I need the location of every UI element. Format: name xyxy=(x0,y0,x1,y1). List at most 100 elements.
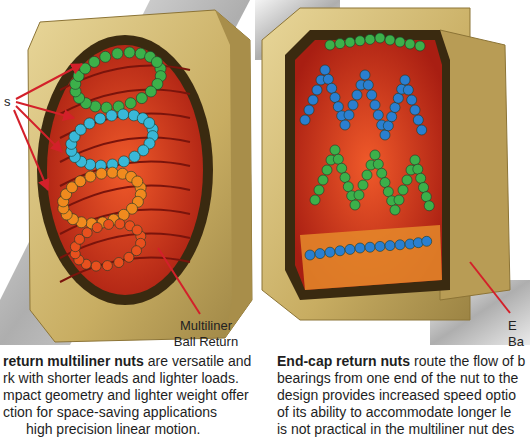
ball-bearing xyxy=(125,98,136,109)
end-cap-nut xyxy=(255,0,530,345)
description-text: bearings from one end of the nut to the xyxy=(277,370,518,387)
ball-bearing xyxy=(124,47,135,58)
ball-bearing xyxy=(323,74,333,84)
ball-bearing xyxy=(102,261,112,271)
ball-bearing xyxy=(129,151,140,162)
ball-bearing xyxy=(419,183,429,193)
ball-bearing xyxy=(344,110,354,120)
ball-bearing xyxy=(315,249,325,259)
ball-bearing xyxy=(398,185,408,195)
leader-arrow xyxy=(14,110,48,190)
thread-line xyxy=(60,210,190,235)
return-channel xyxy=(300,225,442,290)
ball-bearing xyxy=(304,105,314,115)
ball-bearing xyxy=(410,155,420,165)
ball-bearing xyxy=(337,163,347,173)
nut-body xyxy=(28,10,252,342)
ball-bearing xyxy=(132,176,143,187)
ball-bearing xyxy=(132,225,142,235)
part-label: s xyxy=(4,94,16,110)
ball-bearing xyxy=(114,258,124,268)
ball-bearing xyxy=(393,93,403,103)
part-label: Multiliner Ball Return xyxy=(168,318,244,350)
ball-bearing xyxy=(421,192,431,202)
ball-bearing xyxy=(395,240,405,250)
ball-bearing xyxy=(363,80,373,90)
description-text: End-cap return nuts xyxy=(277,353,410,370)
leader-arrow xyxy=(16,64,82,99)
ball-bearing xyxy=(305,250,315,260)
ball-bearing xyxy=(413,164,423,174)
nut-side xyxy=(215,10,252,338)
ball-bearing xyxy=(340,173,350,183)
ball-bearing xyxy=(335,39,345,49)
ball-bearing xyxy=(333,102,343,112)
nut-body xyxy=(262,8,470,320)
ball-bearing xyxy=(362,170,372,180)
ball-bearing xyxy=(373,110,383,120)
ball-bearing xyxy=(312,85,322,95)
ball-bearing xyxy=(422,236,432,246)
ball-bearing xyxy=(350,200,360,210)
description-text: are versatile and xyxy=(148,353,252,370)
ball-bearing xyxy=(395,37,405,47)
ball-bearing xyxy=(136,93,147,104)
ball-circuits xyxy=(300,33,434,260)
ball-bearing xyxy=(365,242,375,252)
ball-bearing xyxy=(325,40,335,50)
ball-bearing xyxy=(118,156,129,167)
ball-bearing xyxy=(377,168,387,178)
multiliner-nut xyxy=(0,0,252,345)
ball-bearing xyxy=(380,178,390,188)
ball-bearing xyxy=(383,187,393,197)
ball-bearing xyxy=(343,182,353,192)
ball-bearing xyxy=(355,243,365,253)
nut-thread xyxy=(47,45,203,295)
nut-thread xyxy=(295,40,442,290)
ball-bearing xyxy=(82,228,92,238)
ball-bearing xyxy=(358,180,368,190)
ball-bearing xyxy=(151,57,162,68)
ball-bearing xyxy=(354,190,364,200)
ball-bearing xyxy=(92,223,102,233)
ball-bearing xyxy=(104,219,114,229)
ball-bearing xyxy=(413,115,423,125)
description-text: return multiliner nuts xyxy=(3,353,144,370)
nut-bore xyxy=(37,35,213,305)
ball-bearing xyxy=(327,83,337,93)
ball-bearing xyxy=(424,201,434,211)
ball-bearing xyxy=(417,125,427,135)
ball-bearing xyxy=(308,95,318,105)
ball-bearing xyxy=(387,112,397,122)
description-text: is not practical in the multiliner nut d… xyxy=(277,421,514,438)
leader-line xyxy=(158,248,200,314)
description-text: design provides increased speed optio xyxy=(277,387,516,404)
ball-bearing xyxy=(96,168,107,179)
ball-bearing xyxy=(300,115,310,125)
ball-bearing xyxy=(352,90,362,100)
ball-bearing xyxy=(330,145,340,155)
ball-bearing xyxy=(365,34,375,44)
ball-bearing xyxy=(375,33,385,43)
part-label: E Ba xyxy=(508,318,526,350)
ball-bearing xyxy=(310,195,320,205)
ball-bearing xyxy=(124,252,134,262)
ball-bearing xyxy=(322,165,332,175)
ball-bearing xyxy=(145,86,156,97)
ball-bearing xyxy=(390,103,400,113)
description-text: mpact geometry and lighter weight offer xyxy=(3,387,249,404)
ball-bearing xyxy=(367,90,377,100)
ball-bearing xyxy=(333,154,343,164)
ball-bearing xyxy=(106,110,117,121)
ball-bearing xyxy=(405,39,415,49)
ball-bearing xyxy=(370,100,380,110)
ball-bearing xyxy=(335,246,345,256)
ball-bearing xyxy=(85,171,96,182)
nut-flange xyxy=(440,30,510,300)
ball-bearing xyxy=(100,51,111,62)
ball-bearing xyxy=(91,261,101,271)
ball-bearing xyxy=(355,36,365,46)
ball-bearing xyxy=(84,118,95,129)
nut-bore xyxy=(285,30,450,300)
